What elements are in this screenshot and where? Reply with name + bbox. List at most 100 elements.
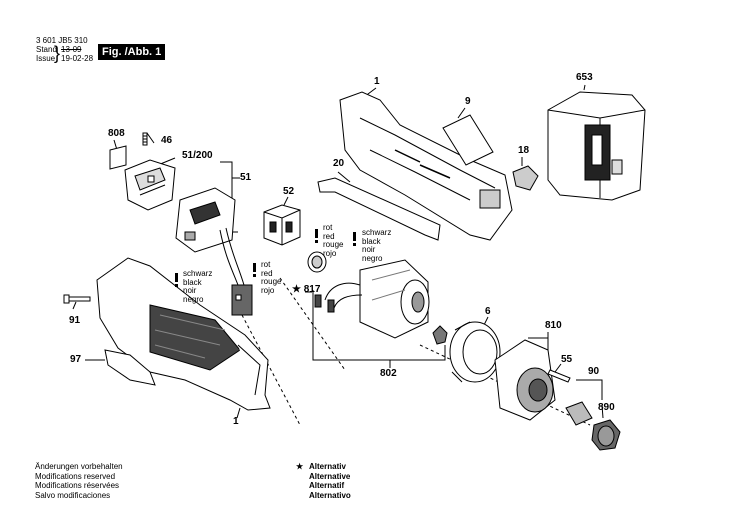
- callout-810: 810: [545, 320, 562, 331]
- part-number: 3 601 JB5 310: [36, 36, 88, 45]
- bracket-802: [312, 290, 446, 361]
- leader-20: [337, 171, 351, 183]
- gear-coupling: [432, 325, 448, 345]
- date-new: 19-02-28: [61, 54, 94, 63]
- screw-46: [142, 132, 148, 146]
- wire-label-motor-black: schwarz black noir negro: [362, 228, 392, 263]
- clip-18: [512, 165, 539, 191]
- switch-assembly-51: [175, 187, 236, 253]
- callout-46: 46: [161, 135, 173, 146]
- footer-alt-line: ★ Alternativ: [296, 462, 351, 472]
- leader-91: [72, 301, 77, 310]
- wire-label-line: rouge: [323, 240, 344, 249]
- callout-1-top: 1: [374, 76, 380, 87]
- wire-label-motor-red: rot red rouge rojo: [323, 223, 344, 258]
- cap-817: [307, 251, 327, 273]
- wire-label-line: rojo: [323, 248, 337, 258]
- callout-9: 9: [465, 96, 471, 107]
- battery-pack-653: [547, 91, 646, 201]
- gear-head-810: [494, 339, 556, 421]
- screw-91: [63, 294, 91, 304]
- footer-alt-line: Alternative: [296, 472, 351, 482]
- figure-label: Fig. /Abb. 1: [98, 44, 166, 60]
- callout-52: 52: [283, 186, 295, 197]
- wire-label-line: black: [183, 277, 202, 287]
- date-old: 13-09: [61, 45, 82, 54]
- footer-note-line: Modifications reserved: [35, 471, 116, 481]
- leader-51: [220, 161, 238, 233]
- leader-9: [457, 107, 466, 119]
- stand-label: Stand: [36, 45, 57, 54]
- brace: }: [54, 43, 61, 63]
- wire-label-left-black: schwarz black noir negro: [183, 269, 213, 304]
- callout-91: 91: [69, 315, 81, 326]
- callout-817: ★ 817: [292, 284, 321, 295]
- housing-half-top: [339, 91, 513, 241]
- footer-alt-text: Alternative: [309, 471, 351, 481]
- callout-1-bottom: 1: [233, 416, 239, 427]
- callout-6: 6: [485, 306, 491, 317]
- callout-20: 20: [333, 158, 345, 169]
- wire-label-line: negro: [183, 294, 204, 304]
- electronic-module-51-200: [124, 159, 176, 211]
- wire-label-line: black: [362, 236, 381, 246]
- screw-55: [547, 369, 571, 383]
- callout-890: 890: [598, 402, 615, 413]
- callout-51-200: 51/200: [182, 150, 213, 161]
- leader-52: [283, 196, 289, 206]
- footer-alt-text: Alternativ: [309, 462, 346, 471]
- footer-note-line: Modifications réservées: [35, 481, 120, 490]
- callout-808: 808: [108, 128, 125, 139]
- wire-label-line: schwarz: [362, 228, 392, 237]
- callout-802: 802: [380, 368, 397, 379]
- wire-label-line: rojo: [261, 285, 275, 295]
- issue-label: Issue: [36, 54, 56, 63]
- wire-label-left-red: rot red rouge rojo: [261, 260, 282, 295]
- wire-label-line: rouge: [261, 277, 282, 286]
- callout-90: 90: [588, 366, 600, 377]
- footer-note-line: Änderungen vorbehalten: [35, 462, 123, 471]
- callout-817-number: 817: [303, 284, 321, 295]
- axis-motor: [279, 277, 346, 371]
- callout-55: 55: [561, 354, 573, 365]
- label-plate-808: [109, 145, 127, 170]
- wire-label-line: noir: [183, 286, 197, 295]
- axis-housing: [241, 314, 301, 426]
- footer-alt-text: Alternatif: [309, 481, 345, 490]
- collet-nut-890: [591, 419, 621, 451]
- motor-802: [314, 259, 430, 339]
- wire-harness-left: [219, 227, 253, 316]
- leader-46: [146, 132, 155, 144]
- leader-653: [583, 84, 586, 91]
- footer-alt-line: Alternativo: [296, 491, 351, 501]
- shaft-90: [565, 401, 593, 426]
- wire-label-line: schwarz: [183, 269, 213, 278]
- footer-alt-line: Alternatif: [296, 481, 351, 491]
- axis-gear: [419, 344, 591, 426]
- leader-890: [601, 404, 604, 419]
- wire-label-line: noir: [362, 245, 376, 254]
- wire-label-line: rot: [261, 260, 271, 269]
- leader-55: [554, 363, 562, 373]
- footer-notes: Änderungen vorbehalten Modifications res…: [35, 462, 123, 500]
- callout-653: 653: [576, 72, 593, 83]
- wire-label-line: negro: [362, 253, 383, 263]
- bracket-90: [576, 379, 603, 400]
- callout-97: 97: [70, 354, 82, 365]
- label-97: [104, 349, 156, 386]
- callout-18: 18: [518, 145, 530, 156]
- cover-52: [263, 204, 301, 246]
- gasket-strip-20: [317, 177, 441, 241]
- footer-note-line: Salvo modificaciones: [35, 490, 111, 500]
- wire-label-line: rot: [323, 223, 333, 232]
- ring-gear-6: [449, 321, 501, 383]
- wire-label-line: red: [261, 268, 273, 278]
- warning-marks: [175, 229, 356, 287]
- sticker-9: [442, 114, 494, 166]
- star-icon: ★: [296, 462, 304, 471]
- wire-label-line: red: [323, 231, 335, 241]
- footer-alt-text: Alternativo: [309, 490, 351, 500]
- callout-51: 51: [240, 172, 252, 183]
- housing-half-bottom: [96, 257, 271, 411]
